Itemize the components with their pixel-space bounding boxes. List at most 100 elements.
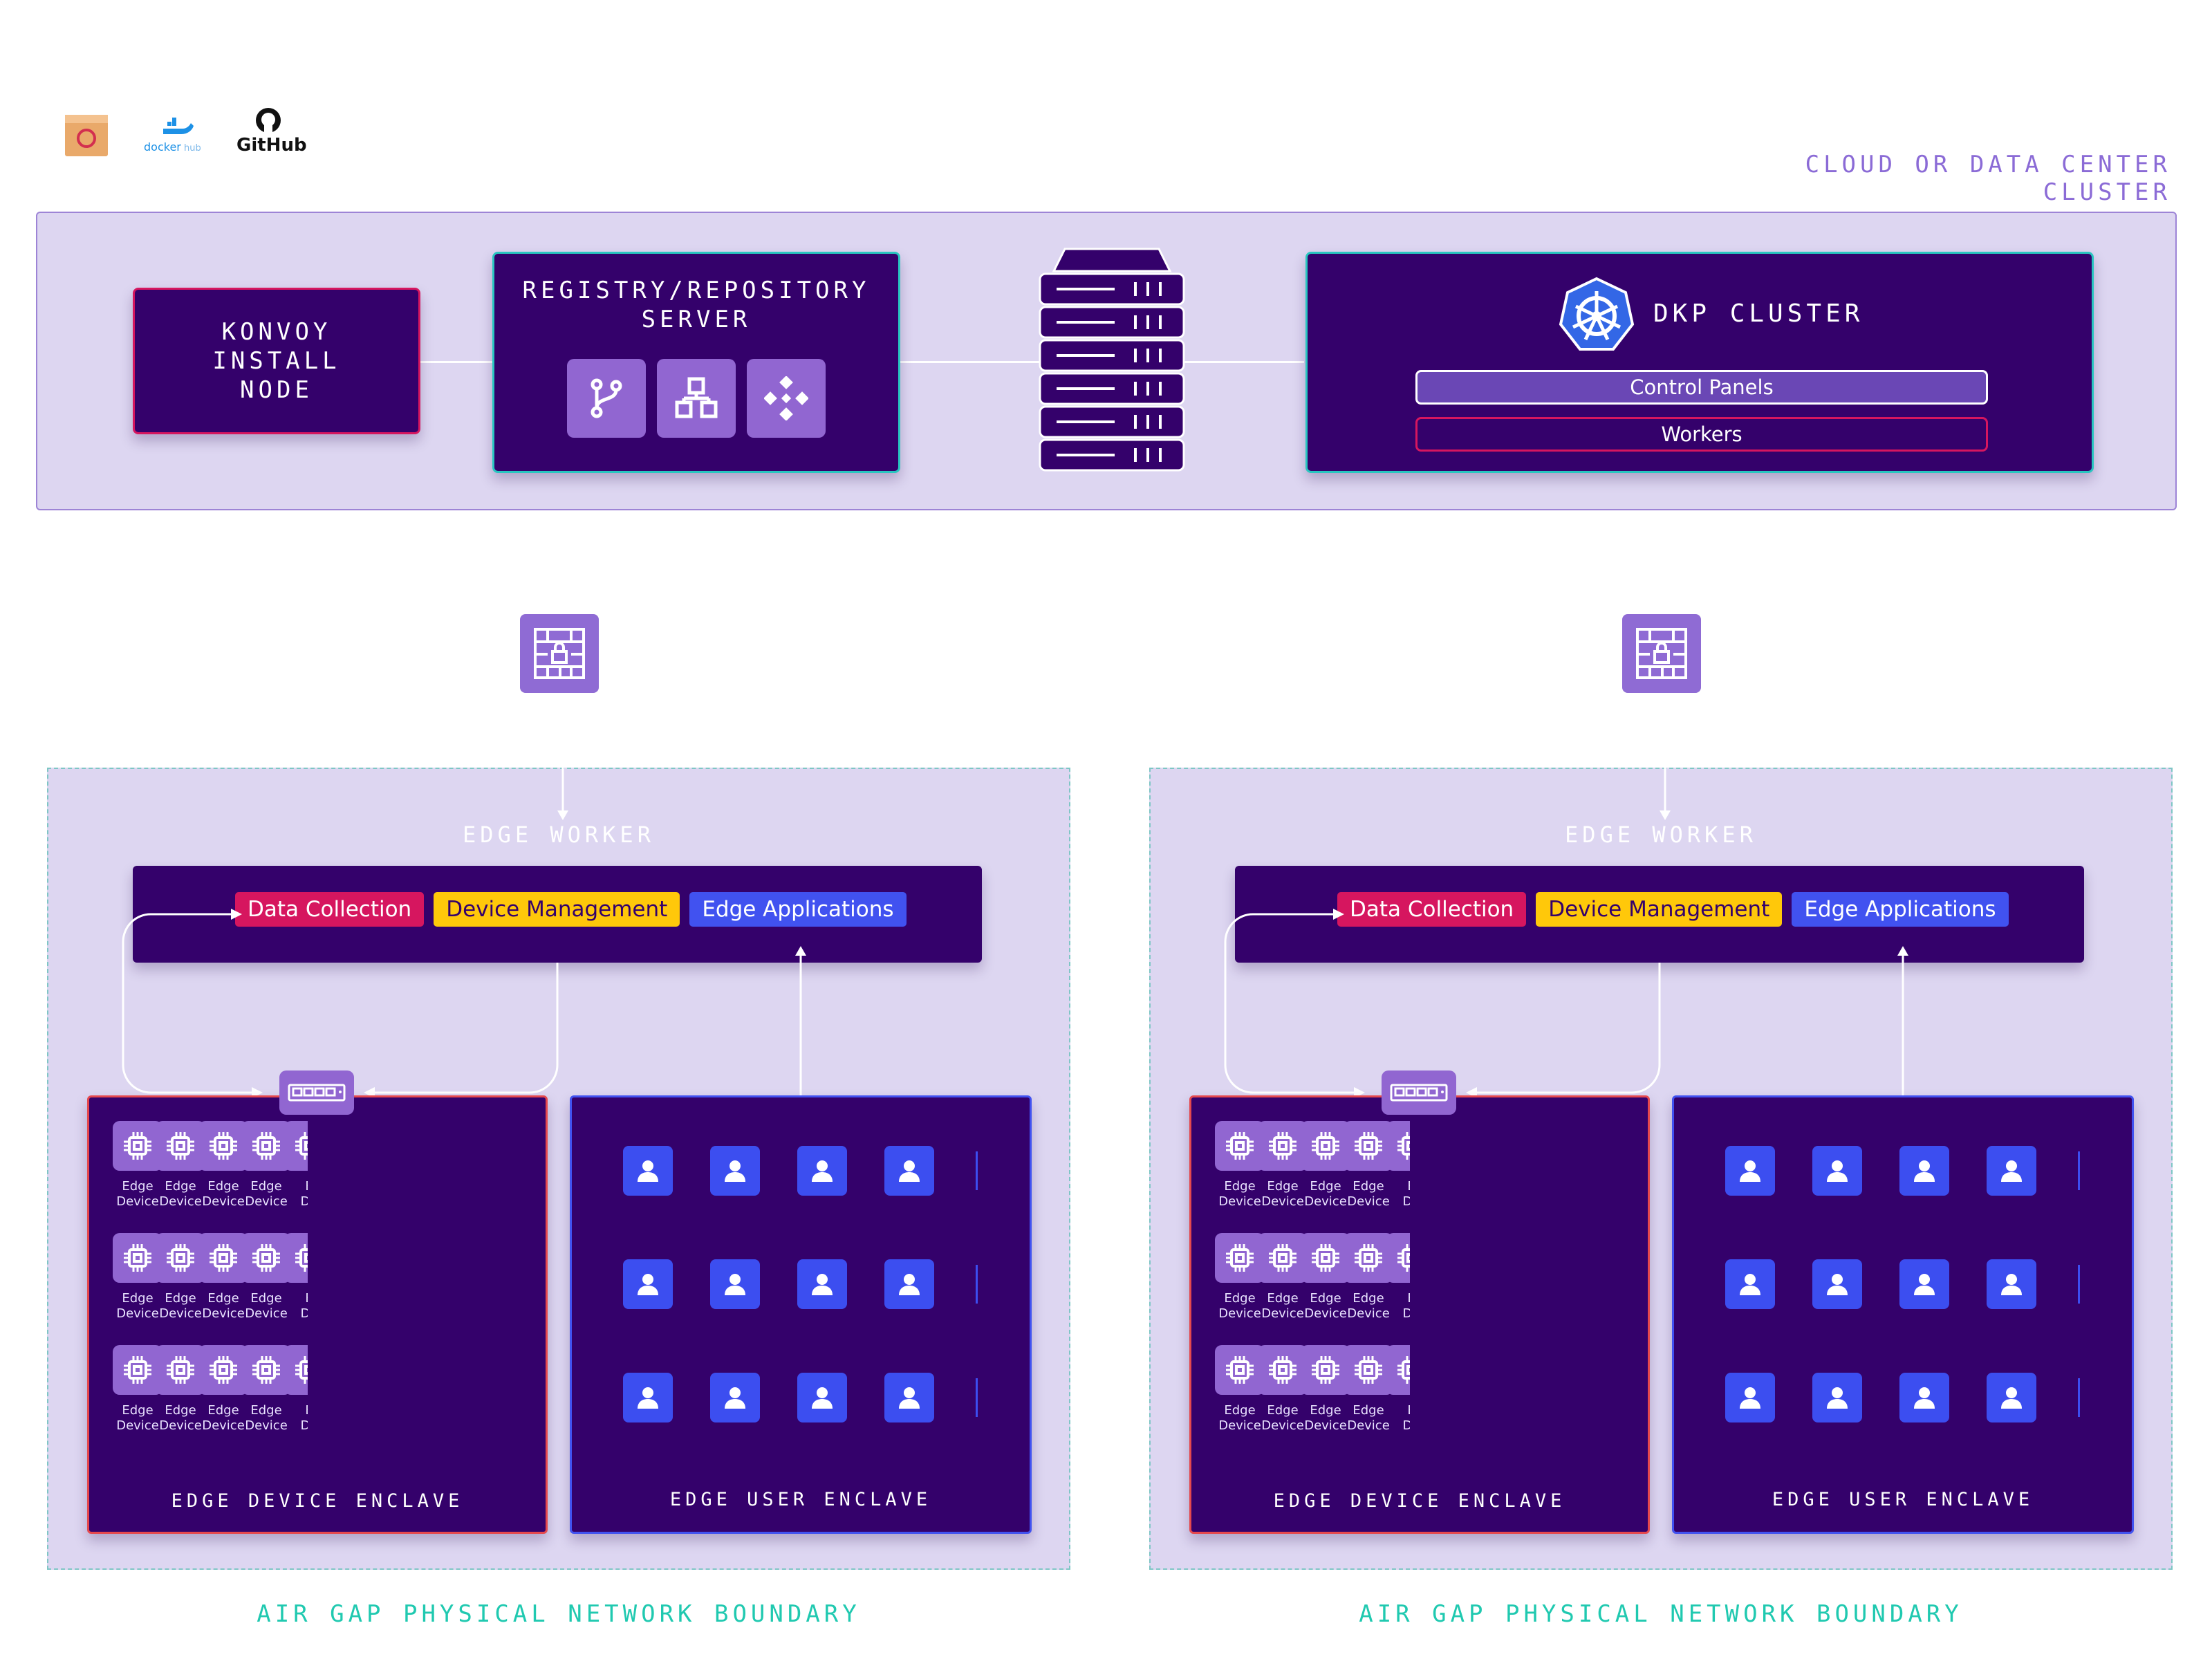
edge-device-label-line: Edge (1310, 1291, 1341, 1306)
edge-device-chip-icon (156, 1233, 205, 1283)
edge-user-icon (797, 1373, 847, 1422)
edge-user-icon (1899, 1259, 1949, 1309)
edge-user-icon-clipped (2078, 1151, 2080, 1190)
dockerhub-text: docker (144, 140, 181, 154)
edge-device-chip-icon (1258, 1121, 1308, 1171)
edge-worker-label: EDGE WORKER (1565, 822, 1757, 848)
edge-device-label-line: Edge (1267, 1179, 1299, 1194)
edge-device-chip-icon (198, 1233, 248, 1283)
edge-device-chip-icon (113, 1233, 162, 1283)
edge-device-chip-icon (1301, 1345, 1350, 1395)
edge-device-label-line: Device (116, 1418, 159, 1433)
dkp-cluster-title: DKP CLUSTER (1653, 299, 1864, 328)
edge-device-label-line: Device (245, 1418, 288, 1433)
registry-title-2: SERVER (641, 306, 752, 333)
edge-user-icon (1725, 1259, 1775, 1309)
edge-device-label-line: Edge (165, 1403, 196, 1418)
edge-device-label-line: Edge (122, 1291, 154, 1306)
cluster-label: CLOUD OR DATA CENTER CLUSTER (1805, 151, 2171, 206)
edge-user-icon (1812, 1146, 1862, 1196)
edge-device-label-line: Device (1304, 1306, 1347, 1321)
registry-title-1: REGISTRY/REPOSITORY (522, 277, 871, 304)
edge-user-icon (710, 1146, 760, 1196)
konvoy-line-3: NODE (240, 376, 313, 404)
edge-user-icon (623, 1146, 673, 1196)
konvoy-install-node: KONVOY INSTALL NODE (133, 288, 420, 434)
edge-device-chip-icon (156, 1345, 205, 1395)
edge-device-label-line: Edge (1310, 1403, 1341, 1418)
data-collection-pill: Data Collection (235, 892, 425, 927)
workers-bar: Workers (1415, 417, 1988, 452)
edge-device-label-line: Edge (207, 1179, 239, 1194)
edge-user-icon (1812, 1373, 1862, 1422)
edge-user-enclave: EDGE USER ENCLAVE (570, 1095, 1032, 1534)
edge-user-icon (1725, 1146, 1775, 1196)
edge-user-icon-clipped (976, 1265, 978, 1304)
edge-device-chip-icon (1258, 1233, 1308, 1283)
control-panels-bar: Control Panels (1415, 370, 1988, 405)
edge-device-chip-icon (156, 1121, 205, 1171)
edge-user-icon (1987, 1259, 2036, 1309)
edge-user-icon (797, 1259, 847, 1309)
edge-user-icon (710, 1373, 760, 1422)
edge-device-label-line: Edge (250, 1291, 282, 1306)
edge-device-label-line: Edge (1224, 1179, 1256, 1194)
edge-device-chip-icon (113, 1345, 162, 1395)
edge-device-chip-icon (198, 1121, 248, 1171)
edge-device-label-line: Edge (165, 1179, 196, 1194)
edge-device-label-line: Edge (122, 1403, 154, 1418)
edge-device-chip-icon (1258, 1345, 1308, 1395)
edge-device-chip-icon (113, 1121, 162, 1171)
docker-whale-icon: docker hub (144, 118, 201, 154)
edge-user-icon (1899, 1146, 1949, 1196)
konvoy-line-2: INSTALL (212, 347, 341, 375)
github-text: GitHub (236, 135, 307, 156)
edge-device-label-line: Device (159, 1194, 202, 1209)
edge-device-chip-icon (241, 1345, 291, 1395)
edge-device-enclave-label: EDGE DEVICE ENCLAVE (171, 1490, 464, 1512)
registry-icons (494, 359, 898, 438)
dockerhub-logo: docker hub (142, 118, 214, 154)
edge-device-label-line: Device (1304, 1194, 1347, 1209)
edge-user-enclave-label: EDGE USER ENCLAVE (1772, 1489, 2034, 1510)
edge-user-icon-clipped (976, 1378, 978, 1417)
edge-device-label-line: Device (1347, 1306, 1390, 1321)
edge-user-icon (1987, 1146, 2036, 1196)
edge-user-icon-clipped (2078, 1265, 2080, 1304)
edge-user-icon (884, 1259, 934, 1309)
package-icon (65, 115, 108, 156)
edge-device-label-line: Device (116, 1306, 159, 1321)
edge-device-chip-icon (1301, 1233, 1350, 1283)
edge-user-icon (1987, 1373, 2036, 1422)
edge-user-icon (1812, 1259, 1862, 1309)
edge-device-label-line: Edge (1267, 1291, 1299, 1306)
edge-user-icon-clipped (2078, 1378, 2080, 1417)
edge-device-chip-icon (1344, 1121, 1393, 1171)
svg-text:hub: hub (184, 143, 201, 154)
edge-user-icon (797, 1146, 847, 1196)
air-gap-boundary-right: EDGE WORKER Data Collection Device Manag… (1149, 768, 2173, 1632)
edge-user-icon (1725, 1373, 1775, 1422)
edge-user-icon (1899, 1373, 1949, 1422)
edge-device-chip-icon (1215, 1121, 1265, 1171)
edge-device-label-line: Edge (1353, 1179, 1384, 1194)
edge-applications-pill: Edge Applications (1792, 892, 2009, 927)
edge-user-icon (623, 1259, 673, 1309)
edge-user-enclave-label: EDGE USER ENCLAVE (669, 1489, 932, 1510)
blocks-icon (657, 359, 736, 438)
edge-user-icon (623, 1373, 673, 1422)
edge-applications-pill: Edge Applications (689, 892, 907, 927)
